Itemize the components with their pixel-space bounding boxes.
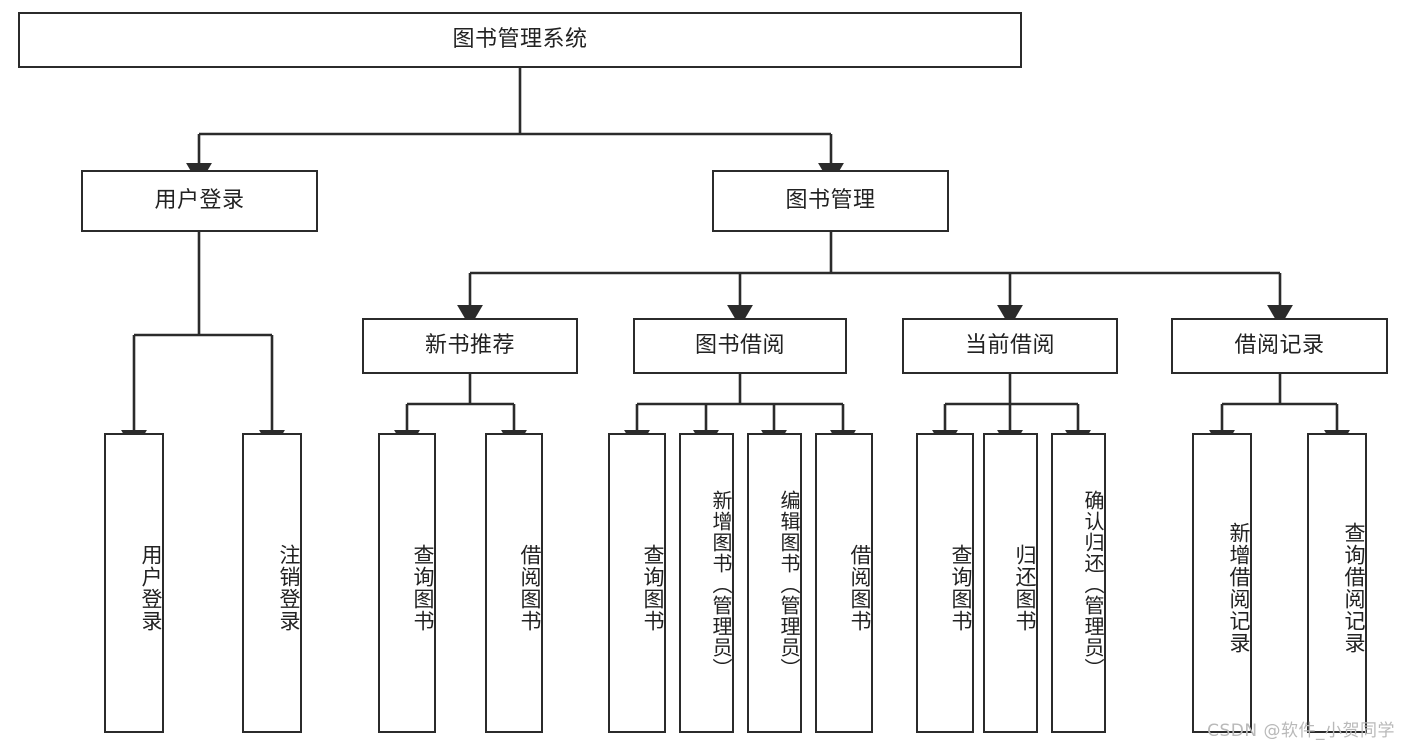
leaf-borrow-record-query[interactable]: 查询借阅记录 [1307,433,1367,733]
node-user-login[interactable]: 用户登录 [81,170,318,232]
leaf-book-borrow-borrow[interactable]: 借阅图书 [815,433,873,733]
leaf-book-borrow-add[interactable]: 新增图书（管理员） [679,433,734,733]
leaf-borrow-record-add[interactable]: 新增借阅记录 [1192,433,1252,733]
leaf-book-borrow-query[interactable]: 查询图书 [608,433,666,733]
node-book-management[interactable]: 图书管理 [712,170,949,232]
leaf-user-login-signin[interactable]: 用户登录 [104,433,164,733]
node-borrow-record[interactable]: 借阅记录 [1171,318,1388,374]
leaf-current-borrow-query[interactable]: 查询图书 [916,433,974,733]
node-book-borrow[interactable]: 图书借阅 [633,318,847,374]
leaf-current-borrow-confirm-return[interactable]: 确认归还（管理员） [1051,433,1106,733]
leaf-user-login-signout[interactable]: 注销登录 [242,433,302,733]
leaf-current-borrow-return[interactable]: 归还图书 [983,433,1038,733]
leaf-new-book-query[interactable]: 查询图书 [378,433,436,733]
leaf-book-borrow-edit[interactable]: 编辑图书（管理员） [747,433,802,733]
leaf-new-book-borrow[interactable]: 借阅图书 [485,433,543,733]
node-root[interactable]: 图书管理系统 [18,12,1022,68]
node-new-book-recommend[interactable]: 新书推荐 [362,318,578,374]
node-current-borrow[interactable]: 当前借阅 [902,318,1118,374]
